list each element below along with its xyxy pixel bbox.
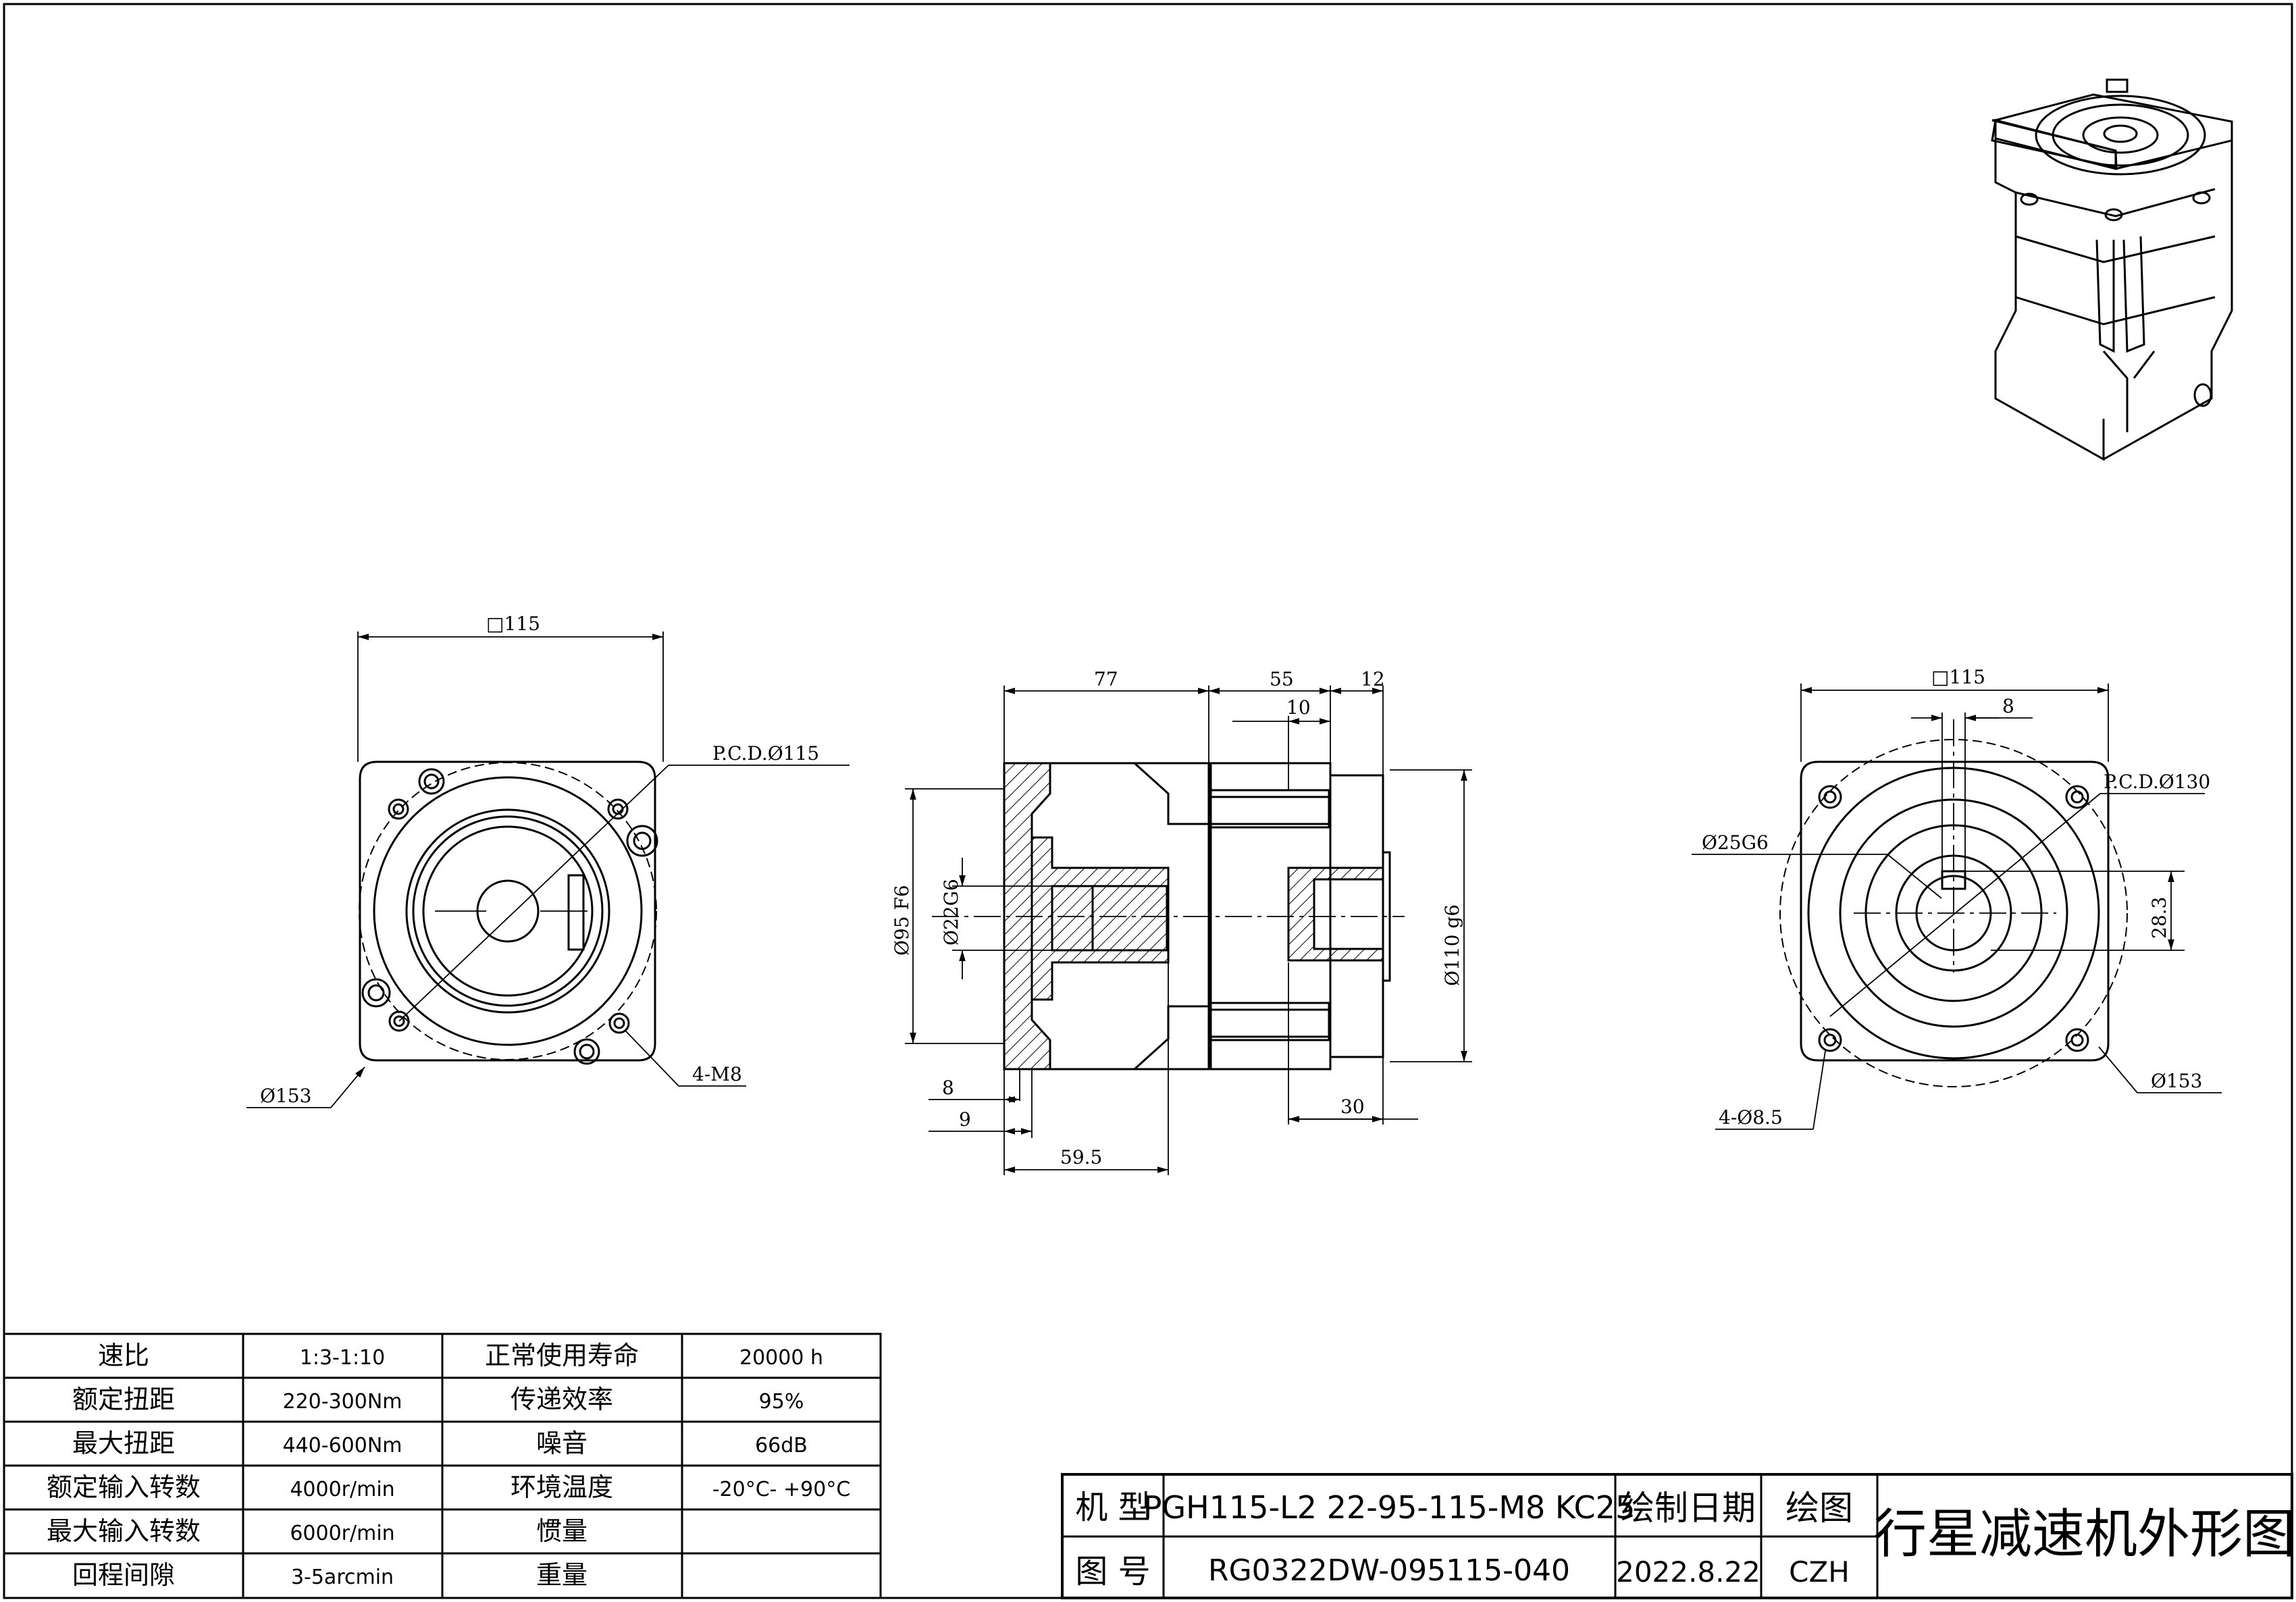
title-block: 机 型 PGH115-L2 22-95-115-M8 KC25 图 号 RG03… (1061, 1473, 2295, 1599)
isometric-view (1991, 78, 2233, 461)
side-dim-12: 12 (1361, 668, 1385, 690)
spec-value-efficiency: 95% (759, 1390, 804, 1414)
date-label: 绘制日期 (1621, 1489, 1756, 1528)
spec-value-rated-speed: 4000r/min (290, 1478, 394, 1501)
spec-value-rated-torque: 220-300Nm (282, 1390, 402, 1414)
spec-label-rated-speed: 额定输入转数 (47, 1472, 201, 1502)
spec-label-max-torque: 最大扭距 (72, 1428, 175, 1458)
spec-value-life: 20000 h (739, 1346, 823, 1370)
drawn-label: 绘图 (1785, 1489, 1853, 1528)
front-holes-label: 4-M8 (692, 1063, 742, 1085)
spec-value-max-torque: 440-600Nm (282, 1434, 402, 1457)
side-dim-9: 9 (959, 1108, 971, 1131)
model-value: PGH115-L2 22-95-115-M8 KC25 (1143, 1489, 1635, 1526)
date-value: 2022.8.22 (1616, 1555, 1760, 1588)
spec-label-temperature: 环境温度 (511, 1472, 613, 1502)
spec-value-temperature: -20°C- +90°C (712, 1478, 851, 1501)
spec-label-max-speed: 最大输入转数 (47, 1516, 201, 1546)
spec-label-backlash: 回程间隙 (72, 1560, 175, 1590)
rear-key-label: 8 (2002, 695, 2014, 717)
rear-key-height-label: 28.3 (2148, 897, 2170, 939)
model-label: 机 型 (1075, 1489, 1150, 1526)
spec-label-noise: 噪音 (536, 1428, 588, 1458)
spec-label-rated-torque: 额定扭距 (72, 1385, 175, 1414)
side-dim-77: 77 (1094, 668, 1118, 690)
spec-label-life: 正常使用寿命 (485, 1341, 639, 1370)
side-dim-8: 8 (942, 1077, 954, 1099)
rear-holes-label: 4-Ø8.5 (1719, 1106, 1783, 1129)
rear-square-label: □115 (1931, 666, 1985, 688)
spec-label-inertia: 惯量 (536, 1516, 588, 1546)
side-dim-pilot: Ø95 F6 (891, 885, 913, 956)
rear-pcd-label: P.C.D.Ø130 (2104, 771, 2210, 793)
side-dim-output-pilot: Ø110 g6 (1441, 904, 1463, 986)
drawn-value: CZH (1789, 1555, 1850, 1588)
front-square-label: □115 (486, 613, 540, 635)
spec-table: 速比 1:3-1:10 正常使用寿命 20000 h 额定扭距 220-300N… (3, 1333, 882, 1599)
spec-label-efficiency: 传递效率 (511, 1385, 613, 1414)
side-dim-10: 10 (1286, 696, 1311, 719)
spec-value-noise: 66dB (755, 1434, 808, 1457)
side-dim-59-5: 59.5 (1060, 1146, 1102, 1168)
spec-label-weight: 重量 (536, 1560, 588, 1590)
front-pcd-label: P.C.D.Ø115 (712, 742, 819, 765)
rear-view: P.C.D.Ø130 Ø25G6 □115 8 28.3 Ø153 4-Ø8.5 (1692, 666, 2222, 1130)
rear-flange-dia-label: Ø153 (2151, 1070, 2202, 1092)
mounting-holes (361, 768, 658, 1065)
side-dim-bore: Ø22G6 (940, 879, 962, 946)
front-flange-dia-label: Ø153 (260, 1085, 311, 1107)
drawing-title: 行星减速机外形图 (1874, 1504, 2295, 1565)
side-dim-55: 55 (1270, 668, 1294, 690)
spec-value-ratio: 1:3-1:10 (300, 1346, 385, 1370)
spec-value-max-speed: 6000r/min (290, 1522, 394, 1545)
spec-value-backlash: 3-5arcmin (291, 1566, 394, 1589)
drawing-no-value: RG0322DW-095115-040 (1208, 1553, 1570, 1588)
drawing-no-label: 图 号 (1075, 1553, 1150, 1591)
side-dim-30: 30 (1340, 1095, 1365, 1118)
front-view: P.C.D.Ø115 Ø153 4-M8 □115 (246, 613, 850, 1108)
spec-label-ratio: 速比 (98, 1341, 149, 1370)
rear-shaft-label: Ø25G6 (1702, 831, 1769, 854)
side-view: 77 55 12 10 Ø95 F6 Ø22G6 Ø110 g6 8 9 59 (891, 668, 1472, 1175)
rear-mounting-holes (1818, 785, 2089, 1052)
